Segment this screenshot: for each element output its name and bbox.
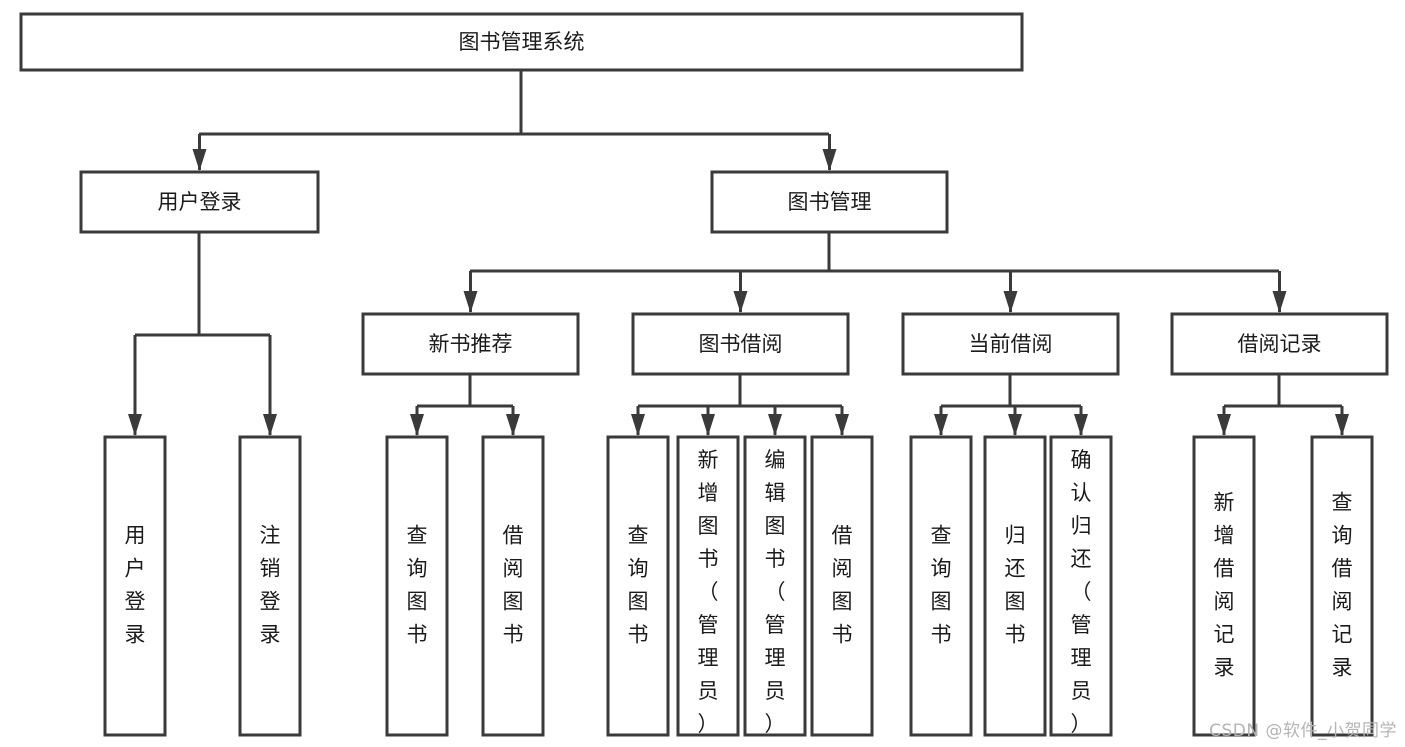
node-label: 用户登录 <box>158 190 242 214</box>
node-submodule-新书推荐[interactable]: 新书推荐 <box>361 312 580 376</box>
connector-layer <box>128 70 1349 436</box>
node-root-图书管理系统[interactable]: 图书管理系统 <box>19 12 1024 72</box>
arrow-head-icon <box>835 414 849 436</box>
arrow-head-icon <box>1003 291 1018 313</box>
node-leaf-注销登录[interactable]: 注销登录 <box>238 435 302 737</box>
connector-new-book-bus <box>410 374 520 436</box>
node-module-图书管理[interactable]: 图书管理 <box>710 170 949 234</box>
node-label: 归还图书 <box>1005 524 1026 647</box>
node-submodule-借阅记录[interactable]: 借阅记录 <box>1170 312 1389 376</box>
node-label: 注销登录 <box>260 524 281 647</box>
arrow-head-icon <box>768 414 782 436</box>
node-leaf-确认归还管理员[interactable]: 确认归还（管理员） <box>1049 435 1113 737</box>
arrow-head-icon <box>1335 414 1349 436</box>
node-label: 借阅图书 <box>503 524 524 647</box>
connector-user-login-bus <box>128 232 277 436</box>
arrow-head-icon <box>631 414 645 436</box>
node-leaf-归还图书[interactable]: 归还图书 <box>983 435 1047 737</box>
node-label: 图书借阅 <box>699 332 783 356</box>
node-leaf-编辑图书管理员[interactable]: 编辑图书（管理员） <box>743 435 807 737</box>
arrow-head-icon <box>506 414 520 436</box>
node-leaf-查询借阅记录[interactable]: 查询借阅记录 <box>1310 435 1374 737</box>
node-label: 查询借阅记录 <box>1332 491 1353 680</box>
node-layer: 图书管理系统用户登录用户登录注销登录图书管理新书推荐查询图书借阅图书图书借阅查询… <box>19 12 1389 737</box>
arrow-head-icon <box>128 414 142 436</box>
watermark-credit: CSDN @软件_小贺同学 <box>1209 721 1397 741</box>
node-leaf-查询图书[interactable]: 查询图书 <box>909 435 973 737</box>
connector-current-borrow-bus <box>934 374 1088 436</box>
node-label: 新增图书（管理员） <box>698 448 719 736</box>
node-leaf-查询图书[interactable]: 查询图书 <box>606 435 670 737</box>
arrow-head-icon <box>1008 414 1022 436</box>
connector-root-bus <box>192 70 837 171</box>
arrow-head-icon <box>934 414 948 436</box>
node-label: 新增借阅记录 <box>1214 491 1235 680</box>
node-label: 当前借阅 <box>969 332 1053 356</box>
node-leaf-借阅图书[interactable]: 借阅图书 <box>810 435 874 737</box>
node-label: 图书管理 <box>788 190 872 214</box>
connector-borrow-book-bus <box>631 374 849 436</box>
node-submodule-当前借阅[interactable]: 当前借阅 <box>901 312 1120 376</box>
node-label: 借阅记录 <box>1238 332 1322 356</box>
node-submodule-图书借阅[interactable]: 图书借阅 <box>631 312 850 376</box>
arrow-head-icon <box>263 414 277 436</box>
node-leaf-新增借阅记录[interactable]: 新增借阅记录 <box>1192 435 1256 737</box>
node-label: 确认归还（管理员） <box>1071 448 1092 736</box>
arrow-head-icon <box>192 149 207 171</box>
node-module-用户登录[interactable]: 用户登录 <box>79 170 320 234</box>
arrow-head-icon <box>1217 414 1231 436</box>
arrow-head-icon <box>822 149 837 171</box>
node-label: 图书管理系统 <box>459 30 585 54</box>
node-label: 查询图书 <box>407 524 428 647</box>
node-label: 用户登录 <box>125 524 146 647</box>
node-label: 查询图书 <box>628 524 649 647</box>
node-leaf-用户登录[interactable]: 用户登录 <box>103 435 167 737</box>
node-label: 借阅图书 <box>832 524 853 647</box>
arrow-head-icon <box>1074 414 1088 436</box>
node-leaf-新增图书管理员[interactable]: 新增图书（管理员） <box>676 435 740 737</box>
arrow-head-icon <box>701 414 715 436</box>
arrow-head-icon <box>733 291 748 313</box>
node-label: 查询图书 <box>931 524 952 647</box>
connector-borrow-record-bus <box>1217 374 1349 436</box>
node-leaf-查询图书[interactable]: 查询图书 <box>385 435 449 737</box>
arrow-head-icon <box>1272 291 1287 313</box>
node-label: 编辑图书（管理员） <box>765 448 786 736</box>
node-leaf-借阅图书[interactable]: 借阅图书 <box>481 435 545 737</box>
connector-book-manage-bus <box>463 232 1287 313</box>
arrow-head-icon <box>410 414 424 436</box>
arrow-head-icon <box>463 291 478 313</box>
node-label: 新书推荐 <box>429 332 513 356</box>
